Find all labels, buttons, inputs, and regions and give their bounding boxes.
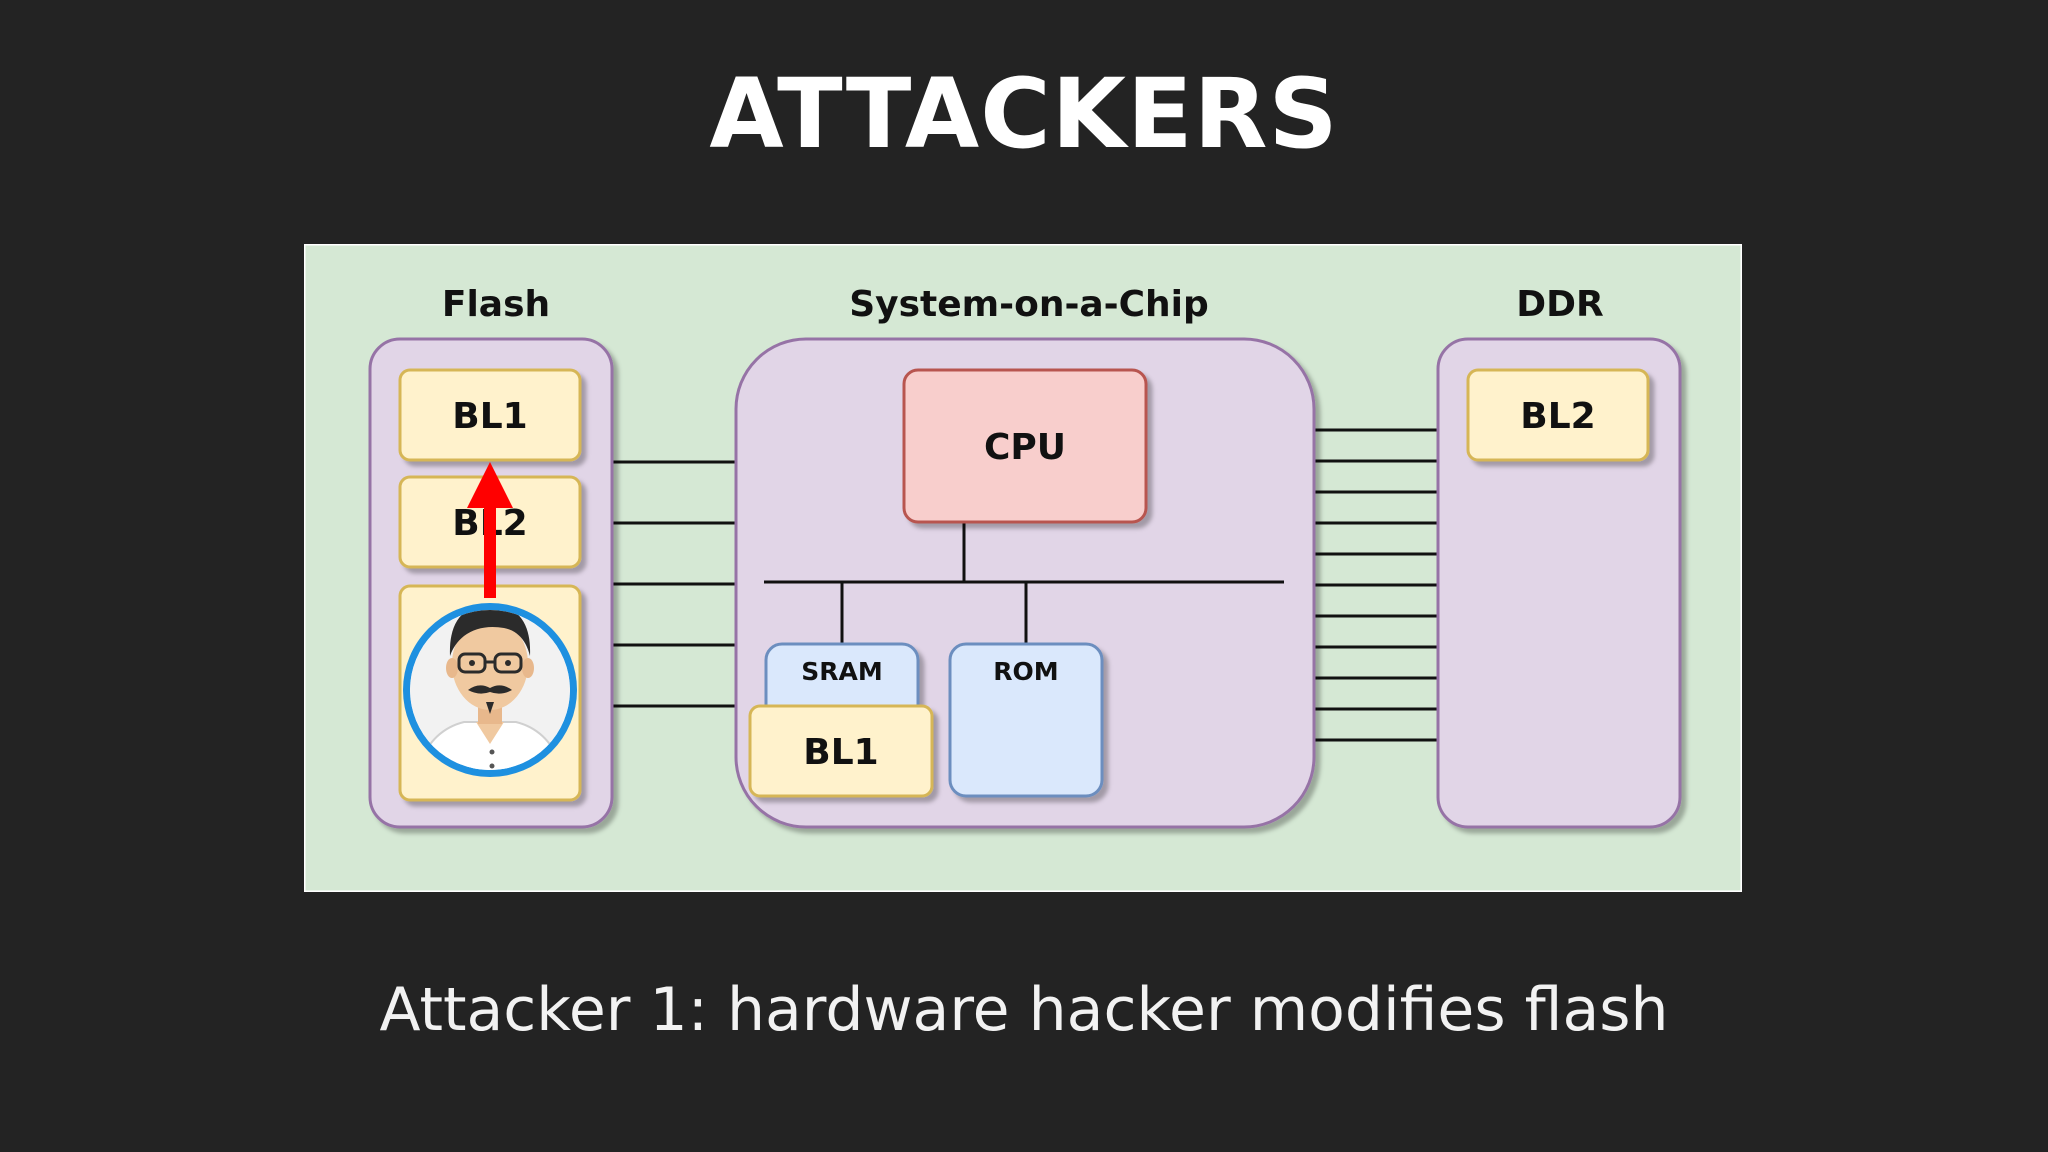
flash-bl1-label: BL1 [452, 396, 527, 437]
flash-soc-bus [612, 460, 736, 708]
hacker-avatar-icon [403, 603, 577, 777]
slide-title: ATTACKERS [709, 58, 1339, 170]
architecture-diagram: Flash BL1 BL2 [304, 244, 1742, 892]
sram-label: SRAM [801, 657, 882, 686]
ddr-bl2-label: BL2 [1520, 396, 1595, 437]
slide-caption: Attacker 1: hardware hacker modifies fla… [379, 975, 1669, 1045]
flash-bl1-box [398, 368, 582, 462]
flash-label: Flash [442, 284, 550, 325]
soc-label: System-on-a-Chip [849, 284, 1209, 325]
cpu-box [902, 368, 1148, 524]
rom-box [948, 642, 1104, 798]
ddr-bl2-box [1466, 368, 1650, 462]
up-arrow-icon [467, 462, 513, 598]
soc-ddr-bus [1314, 428, 1438, 742]
diagram-canvas: Flash BL1 BL2 [304, 244, 1742, 892]
soc-internal-bus [764, 522, 1284, 644]
cpu-label: CPU [984, 427, 1066, 468]
soc-bl1-box [748, 704, 934, 798]
soc-bl1-label: BL1 [803, 732, 878, 773]
ddr-label: DDR [1516, 284, 1604, 325]
rom-label: ROM [993, 657, 1058, 686]
